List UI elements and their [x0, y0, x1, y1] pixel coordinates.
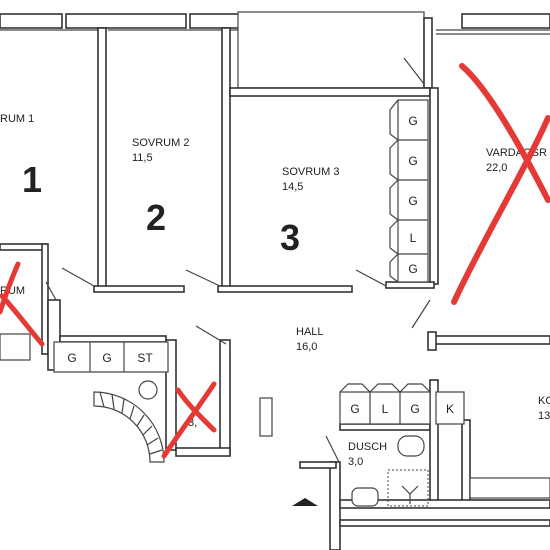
shower-area	[387, 469, 429, 507]
toilet	[351, 487, 379, 507]
storage-label: L	[382, 402, 389, 416]
door-swing	[195, 325, 227, 345]
wall	[427, 331, 437, 351]
wall	[429, 87, 439, 285]
room-area: 14,5	[282, 181, 303, 193]
wall	[299, 461, 337, 469]
room-area: 11,5	[132, 152, 153, 164]
wardrobe	[397, 99, 429, 283]
room-area: 3,	[188, 417, 197, 429]
wall	[97, 27, 107, 291]
cross-mark-icon	[161, 381, 217, 459]
wardrobe-sovrum3: G G G L G	[389, 99, 429, 283]
room-number: 3	[280, 217, 300, 258]
wall	[217, 285, 353, 293]
room-name: KO	[538, 395, 550, 407]
room-area: 3,0	[348, 456, 363, 468]
wall	[423, 17, 433, 89]
room-area: 16,0	[296, 341, 317, 353]
shower-head-icon	[401, 485, 419, 504]
door-swing	[45, 281, 57, 301]
storage-label: G	[102, 351, 111, 365]
spiral-stair	[93, 380, 165, 463]
exterior-wall-top	[0, 13, 63, 29]
dusch-fixtures	[292, 435, 429, 507]
room-name: RUM 1	[0, 113, 34, 125]
door-swing	[61, 267, 95, 287]
fixture	[259, 397, 273, 437]
room-labels: RUM 1 1 SOVRUM 2 11,5 2 SOVRUM 3 14,5 3 …	[0, 113, 550, 468]
door-swing	[355, 269, 387, 287]
door-swing	[325, 435, 341, 465]
storage-label: G	[408, 154, 417, 168]
storage-label: G	[408, 262, 417, 276]
wall	[339, 499, 550, 509]
cross-mark-icon	[0, 261, 21, 315]
door-swing	[185, 269, 221, 287]
room-number: 2	[146, 197, 166, 238]
kitchen-counter	[469, 477, 550, 499]
balcony	[237, 11, 425, 89]
storage-cabinets	[339, 391, 431, 425]
room-name: HALL	[296, 326, 324, 338]
storage-hall-right: G L G K	[339, 383, 465, 425]
wall	[41, 243, 49, 355]
storage-label: K	[446, 402, 454, 416]
exterior-wall-top	[65, 13, 187, 29]
wall	[385, 281, 435, 289]
storage-label: L	[410, 231, 417, 245]
doors	[45, 57, 431, 465]
storage-label: G	[408, 114, 417, 128]
wall	[339, 519, 550, 527]
wall	[59, 335, 167, 343]
wall	[329, 461, 341, 550]
wall	[339, 423, 431, 431]
wall	[175, 447, 231, 457]
room-number: 1	[22, 159, 42, 200]
storage-label: G	[67, 351, 76, 365]
storage-cabinets	[53, 341, 169, 373]
room-name: SOVRUM 2	[132, 137, 189, 149]
door-swing	[403, 57, 425, 85]
room-area: 22,0	[486, 162, 507, 174]
room-name: SOVRUM 3	[282, 166, 339, 178]
storage-label: G	[408, 194, 417, 208]
wall	[219, 339, 231, 455]
room-name: VARDAGSR	[486, 147, 547, 159]
wall	[0, 243, 47, 251]
wall	[461, 419, 471, 507]
wall	[93, 285, 185, 293]
wall	[229, 87, 431, 97]
fixture	[0, 333, 31, 361]
room-name: DUSCH	[348, 441, 387, 453]
room-area: 13	[538, 410, 550, 422]
storage-label: G	[410, 402, 419, 416]
wall	[433, 335, 550, 345]
cross-mark-icon	[459, 63, 550, 203]
storage-cabinet	[435, 391, 465, 425]
exterior-wall-top	[461, 13, 550, 29]
storage-label: ST	[137, 351, 153, 365]
entrance-arrow-icon	[292, 498, 318, 506]
sink	[397, 435, 425, 457]
wall	[221, 27, 231, 291]
cross-mark-icon	[451, 115, 550, 305]
storage-hall-left: G G ST	[53, 341, 169, 373]
exterior-wall-top	[189, 13, 241, 29]
red-cross-marks	[0, 63, 550, 459]
storage-label: G	[350, 402, 359, 416]
door-swing	[411, 299, 431, 329]
walls	[0, 11, 550, 550]
